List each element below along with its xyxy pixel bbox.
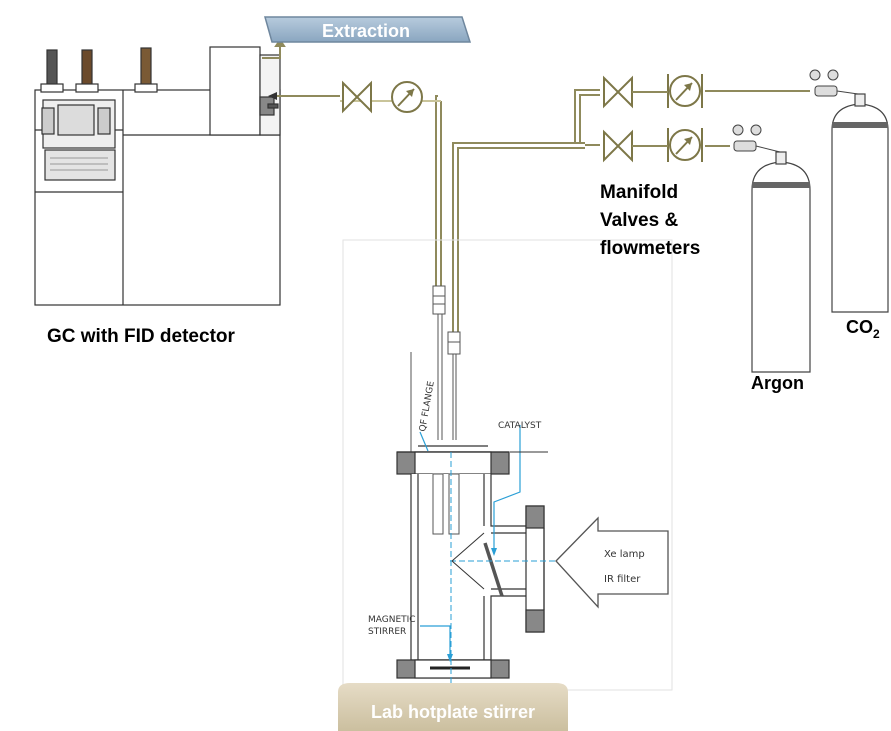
optic-centerlines	[450, 452, 570, 690]
manifold-label-line3: flowmeters	[600, 238, 700, 259]
co2-label: CO2	[846, 317, 880, 341]
light-cone	[451, 532, 485, 590]
flowmeter-argon	[667, 128, 703, 162]
bottom-flange	[396, 659, 510, 679]
hotplate-base	[338, 683, 568, 731]
co2-label-subscript: 2	[873, 327, 880, 341]
co2-regulator-icon	[809, 69, 859, 97]
hotplate-label: Lab hotplate stirrer	[371, 702, 535, 722]
flowmeter-co2	[667, 74, 703, 108]
gc-instrument	[34, 46, 281, 306]
co2-cylinder	[831, 93, 889, 313]
flowmeter-gc	[391, 81, 423, 113]
argon-label: Argon	[751, 373, 804, 393]
gc-label: GC with FID detector	[47, 326, 236, 347]
reactor-body	[410, 474, 531, 661]
gc-inlet-arrow	[268, 92, 340, 100]
label-pointers	[419, 425, 521, 660]
valve-argon	[603, 129, 633, 163]
argon-cylinder	[751, 151, 811, 373]
extraction-label: Extraction	[322, 21, 410, 41]
qf-flange-label: QF FLANGE	[418, 380, 437, 432]
inner-tubes	[432, 473, 460, 535]
manifold-label-line1: Manifold	[600, 182, 678, 203]
gas-lines	[340, 89, 810, 335]
magnetic-stirrer-label-line2: STIRRER	[368, 627, 406, 637]
light-source-arrow	[555, 516, 669, 609]
xe-lamp-label: Xe lamp	[604, 549, 645, 560]
magnetic-stirrer-label-line1: MAGNETIC	[368, 615, 416, 625]
qf-flange	[396, 445, 510, 475]
manifold-label-line2: Valves &	[600, 210, 678, 231]
valve-co2	[603, 75, 633, 109]
catalyst-disc	[483, 542, 504, 597]
window-flange	[525, 505, 545, 633]
valve-gc	[342, 80, 372, 114]
co2-label-main: CO	[846, 317, 873, 337]
extraction-hood	[264, 16, 472, 43]
gc-exhaust-line	[262, 38, 286, 59]
ir-filter-label: IR filter	[604, 574, 641, 585]
argon-regulator-icon	[732, 124, 781, 153]
feedthrough-fittings	[410, 285, 461, 452]
gc-column-tubes	[40, 47, 158, 93]
catalyst-label: CATALYST	[498, 421, 542, 431]
